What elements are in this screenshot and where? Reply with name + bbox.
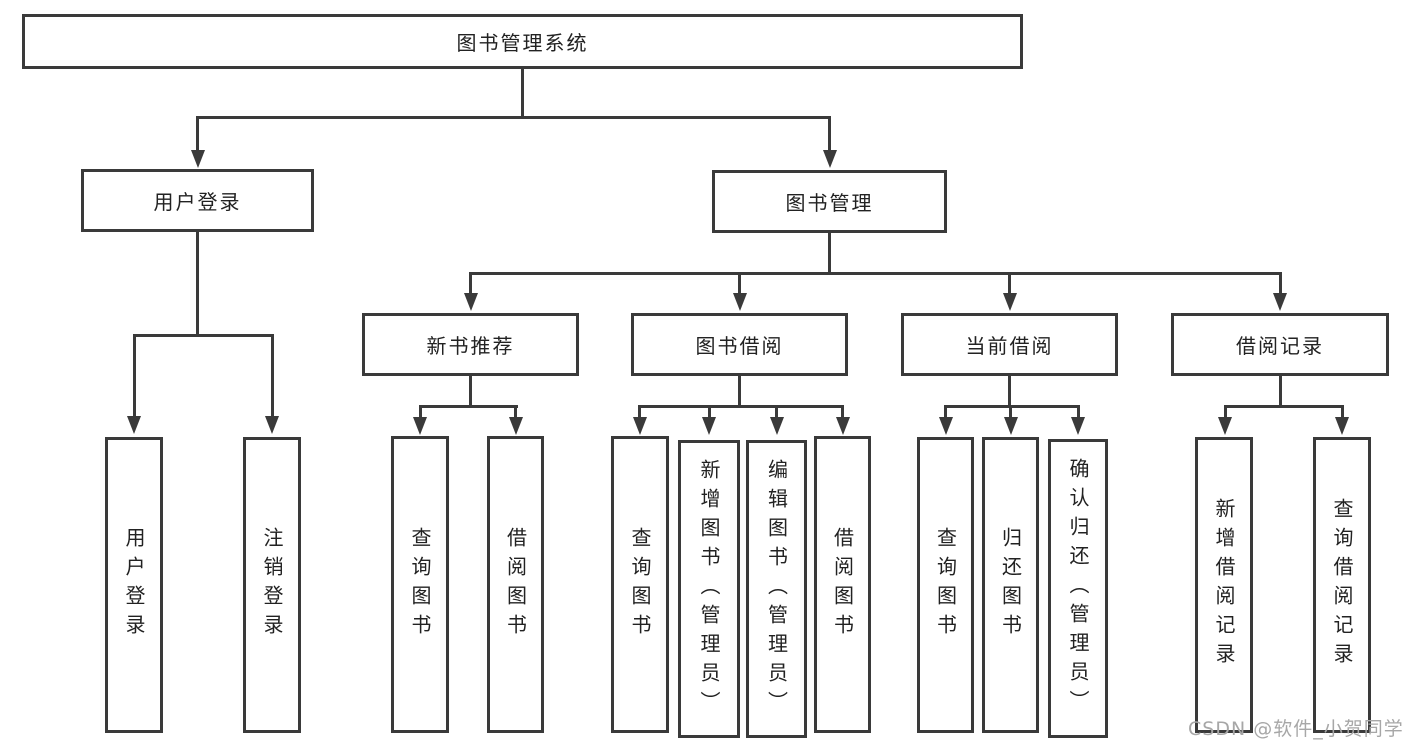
connector-drop-new-book [469, 275, 472, 294]
node-new-book-recommend: 新书推荐 [362, 313, 579, 376]
connector-drop-bb-query [638, 407, 641, 418]
connector-drop-current-borrow [1008, 275, 1011, 294]
node-current-borrowing-label: 当前借阅 [965, 334, 1054, 358]
arrowhead-cb-query [938, 417, 953, 435]
leaf-nb-query-books: 查询图书 [391, 436, 449, 733]
connector-drop-nb-borrow [514, 407, 517, 418]
connector-new-book-stub [469, 376, 472, 407]
leaf-logout-label: 注销登录 [260, 527, 284, 643]
connector-drop-br-add [1223, 407, 1227, 418]
node-current-borrowing: 当前借阅 [901, 313, 1118, 376]
connector-drop-book-borrow [738, 275, 741, 294]
connector-drop-ul-logout [270, 336, 274, 417]
connector-new-book-bar [418, 405, 518, 408]
node-new-book-recommend-label: 新书推荐 [426, 334, 515, 358]
node-user-login-label: 用户登录 [153, 190, 242, 214]
leaf-nb-borrow-books-label: 借阅图书 [503, 526, 528, 643]
connector-current-borrow-bar [944, 405, 1080, 408]
node-library-system-label: 图书管理系统 [456, 31, 589, 55]
arrowhead-nb-query [413, 417, 427, 435]
leaf-br-query-record-label: 查询借阅记录 [1330, 498, 1354, 672]
node-book-management: 图书管理 [712, 170, 947, 233]
leaf-bb-borrow-books-label: 借阅图书 [830, 526, 855, 643]
arrowhead-ul-logout [265, 416, 279, 434]
connector-book-borrow-bar [638, 405, 844, 408]
leaf-bb-add-books-admin-label: 新增图书（管理员） [697, 458, 721, 720]
arrowhead-borrow-record [1273, 293, 1287, 311]
connector-root-bar [196, 116, 831, 119]
arrowhead-bb-edit [769, 417, 784, 435]
leaf-br-query-record: 查询借阅记录 [1313, 437, 1371, 733]
leaf-bb-query-books: 查询图书 [611, 436, 669, 733]
connector-drop-ul-login [132, 336, 136, 417]
leaf-cb-confirm-return-admin-label: 确认归还（管理员） [1066, 458, 1090, 719]
connector-drop-user-login [196, 118, 199, 151]
node-user-login: 用户登录 [81, 169, 314, 232]
leaf-cb-return-books-label: 归还图书 [998, 527, 1023, 643]
connector-root-stub [521, 69, 524, 118]
leaf-user-login-label: 用户登录 [122, 527, 146, 643]
arrowhead-br-query [1335, 417, 1349, 435]
leaf-bb-edit-books-admin-label: 编辑图书（管理员） [764, 458, 789, 720]
connector-borrow-record-bar [1223, 405, 1344, 408]
leaf-nb-borrow-books: 借阅图书 [487, 436, 544, 733]
connector-user-login-bar [132, 334, 274, 337]
leaf-cb-confirm-return-admin: 确认归还（管理员） [1048, 439, 1108, 738]
connector-book-borrow-stub [738, 376, 741, 407]
connector-drop-bb-add [707, 407, 711, 418]
arrowhead-cb-return [1003, 417, 1018, 435]
node-book-borrowing-label: 图书借阅 [695, 334, 784, 358]
node-book-management-label: 图书管理 [785, 191, 874, 215]
arrowhead-user-login [190, 150, 205, 168]
connector-book-mgmt-stub [828, 233, 831, 275]
node-borrowing-records: 借阅记录 [1171, 313, 1389, 376]
connector-drop-cb-confirm [1076, 407, 1080, 418]
node-book-borrowing: 图书借阅 [631, 313, 848, 376]
leaf-cb-return-books: 归还图书 [982, 437, 1039, 733]
arrowhead-book-borrow [732, 293, 747, 311]
arrowhead-nb-borrow [508, 417, 523, 435]
connector-drop-bb-borrow [841, 407, 844, 418]
connector-current-borrow-stub [1008, 376, 1011, 407]
connector-drop-cb-return [1009, 407, 1012, 418]
connector-drop-borrow-record [1278, 275, 1282, 294]
arrowhead-bb-add [702, 417, 716, 435]
csdn-watermark: CSDN @软件_小贺同学 [1188, 718, 1404, 740]
arrowhead-bb-borrow [835, 417, 850, 435]
leaf-bb-add-books-admin: 新增图书（管理员） [678, 440, 740, 738]
leaf-bb-edit-books-admin: 编辑图书（管理员） [746, 440, 807, 738]
arrowhead-bb-query [632, 417, 647, 435]
leaf-user-login: 用户登录 [105, 437, 163, 733]
leaf-cb-query-books-label: 查询图书 [933, 527, 958, 643]
connector-drop-br-query [1340, 407, 1344, 418]
leaf-br-add-record: 新增借阅记录 [1195, 437, 1253, 733]
leaf-cb-query-books: 查询图书 [917, 437, 974, 733]
arrowhead-ul-login [127, 416, 141, 434]
leaf-bb-borrow-books: 借阅图书 [814, 436, 871, 733]
arrowhead-current-borrow [1002, 293, 1017, 311]
arrowhead-book-mgmt [822, 150, 837, 168]
connector-drop-bb-edit [775, 407, 778, 418]
connector-borrow-record-stub [1278, 376, 1282, 407]
leaf-logout: 注销登录 [243, 437, 301, 733]
connector-drop-nb-query [418, 407, 422, 418]
connector-user-login-stub [196, 232, 199, 336]
leaf-nb-query-books-label: 查询图书 [408, 526, 432, 643]
arrowhead-br-add [1218, 417, 1232, 435]
arrowhead-new-book [463, 293, 478, 311]
arrowhead-cb-confirm [1071, 417, 1085, 435]
leaf-br-add-record-label: 新增借阅记录 [1212, 498, 1236, 672]
node-library-system: 图书管理系统 [22, 14, 1023, 69]
leaf-bb-query-books-label: 查询图书 [628, 526, 652, 643]
connector-book-mgmt-bar [469, 272, 1282, 275]
connector-drop-cb-query [944, 407, 947, 418]
connector-drop-book-mgmt [828, 118, 831, 151]
node-borrowing-records-label: 借阅记录 [1236, 334, 1324, 358]
